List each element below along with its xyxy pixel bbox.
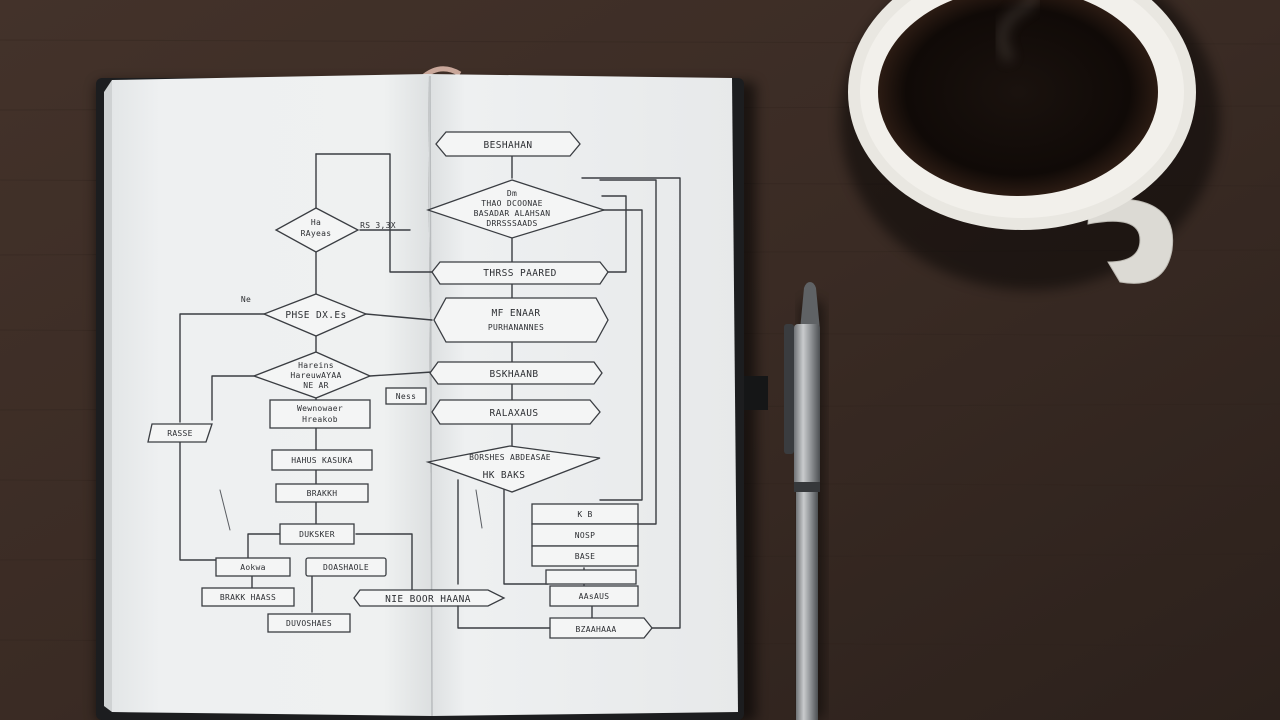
process-box-1-line1: Wewnowaer	[297, 404, 343, 413]
process-hex-2-label: THRSS PAARED	[483, 268, 556, 279]
process-hex-5-label: RALAXAUS	[490, 408, 539, 419]
elastic-band	[744, 376, 768, 410]
side-box-left	[147, 423, 213, 443]
process-box-4-label: DUKSKER	[299, 530, 335, 539]
side-box-right-label: Ness	[396, 392, 416, 401]
small-label-left: Ne	[241, 295, 251, 304]
decision-right-line1: Dm	[507, 189, 517, 198]
process-box-2	[271, 449, 373, 471]
process-box-1-line2: Hreakob	[302, 415, 338, 424]
process-box-b	[549, 617, 653, 639]
table-row-3	[531, 545, 639, 567]
pen	[784, 282, 824, 720]
bottom-box-3	[201, 587, 295, 607]
coffee-mug	[840, 0, 1220, 290]
process-hex-4	[429, 361, 603, 385]
process-box-1	[269, 399, 371, 429]
decision-right-low-line1: BORSHES ABDEASAE	[469, 453, 551, 462]
decision-right-line4: DRRSSSAADS	[486, 219, 537, 228]
decision-right-low-line2: HK BAKS	[483, 470, 526, 481]
bottom-box-1-label: Aokwa	[240, 563, 266, 572]
side-box-right	[385, 387, 427, 405]
side-note: RS 3,3X	[360, 221, 396, 230]
decision-low-line3: NE AR	[303, 381, 329, 390]
bottom-box-1	[215, 557, 291, 577]
process-box-3	[275, 483, 369, 503]
decision-diamond-top	[274, 207, 360, 253]
left-page	[112, 74, 432, 716]
process-box-a	[549, 585, 639, 607]
process-hex-2	[431, 261, 609, 285]
decision-diamond-low	[252, 351, 372, 399]
decision-low-line2: HareuwAYAA	[290, 371, 341, 380]
decision-top-line2: RAyeas	[301, 229, 332, 238]
table-row-1-label: K B	[577, 510, 592, 519]
bottom-box-2-label: DOASHAOLE	[323, 563, 369, 572]
left-flowchart: Ha RAyeas RS 3,3X PHSE DX.Es Ne Hareins …	[147, 153, 506, 633]
coffee-surface	[878, 0, 1158, 196]
decision-top-line1: Ha	[311, 218, 321, 227]
process-box-a-label: AAsAUS	[579, 592, 610, 601]
table-row-2-label: NOSP	[575, 531, 595, 540]
start-hex	[435, 131, 581, 157]
side-box-left-label: RASSE	[167, 429, 193, 438]
decision-diamond-mid	[262, 293, 368, 337]
decision-diamond-right-top	[426, 179, 607, 239]
process-box-b-label: BZAAHAAA	[576, 625, 617, 634]
decision-low-line1: Hareins	[298, 361, 334, 370]
bottom-wide-box	[353, 589, 506, 607]
start-hex-label: BESHAHAN	[484, 140, 533, 151]
right-flowchart: BESHAHAN Dm THAO DCOONAE BASADAR ALAHSAN…	[425, 131, 681, 639]
process-box-2-label: HAHUS KASUKA	[291, 456, 352, 465]
decision-diamond-right-low	[425, 445, 601, 493]
process-box-4	[279, 523, 355, 545]
decision-right-line3: BASADAR ALAHSAN	[474, 209, 551, 218]
decision-right-line2: THAO DCOONAE	[481, 199, 542, 208]
table-row-4	[545, 569, 637, 585]
process-hex-3-line1: MF ENAAR	[492, 308, 541, 319]
bottom-box-3-label: BRAKK HAASS	[220, 593, 276, 602]
table-row-3-label: BASE	[575, 552, 595, 561]
process-hex-3-line2: PURHANANNES	[488, 323, 544, 332]
bottom-box-4	[267, 613, 351, 633]
decision-mid-label: PHSE DX.Es	[285, 310, 346, 321]
process-hex-4-label: BSKHAANB	[490, 369, 539, 380]
bottom-wide-label: NIE BOOR HAANA	[385, 594, 471, 605]
process-hex-5	[431, 399, 601, 425]
bottom-box-2	[305, 557, 387, 577]
bottom-box-4-label: DUVOSHAES	[286, 619, 332, 628]
process-box-3-label: BRAKKH	[307, 489, 338, 498]
process-hex-3	[433, 297, 609, 343]
